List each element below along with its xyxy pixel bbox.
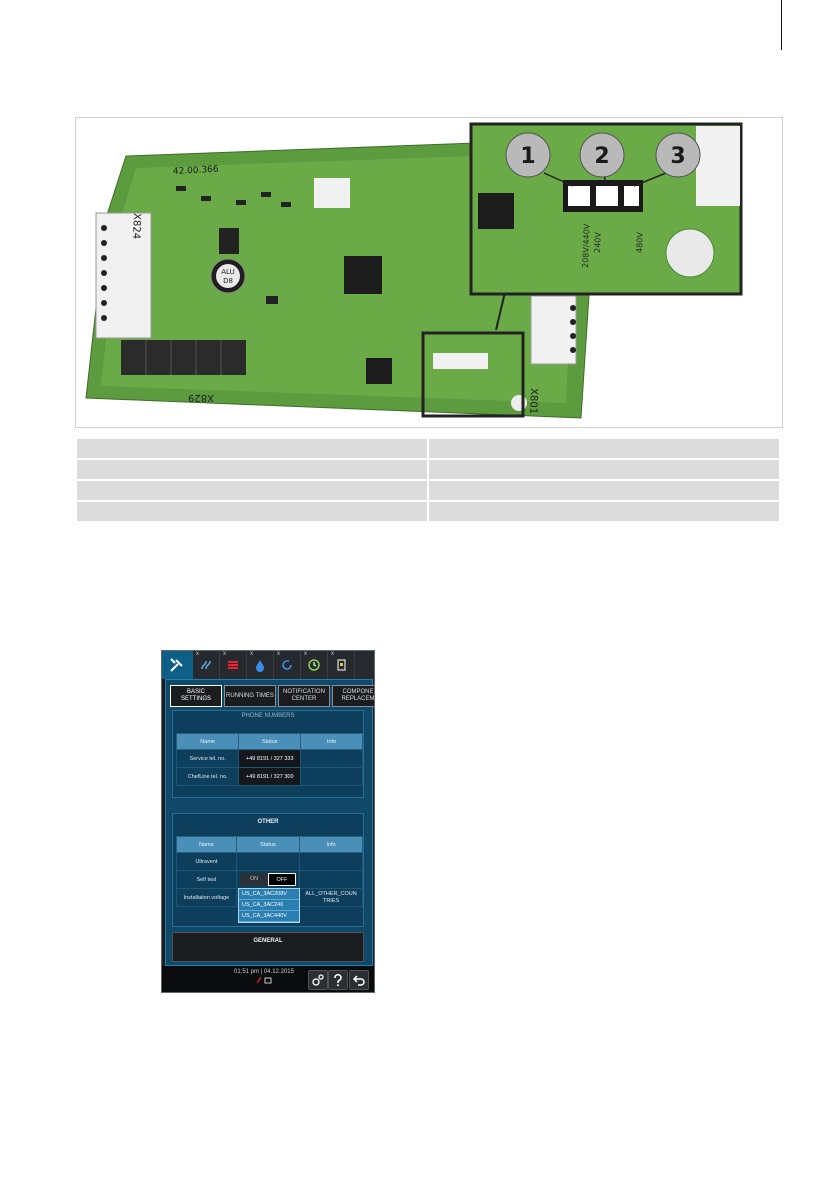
row-name: Self test <box>176 870 237 889</box>
callout-3: 3 <box>670 144 685 169</box>
tab-tools[interactable] <box>162 651 193 679</box>
steam-icon <box>201 660 211 670</box>
device-screen: x x x x x x BASIC SETTINGS RUNNING TIMES… <box>161 650 375 993</box>
other-title: OTHER <box>257 819 279 825</box>
voltage-label-2: 240V <box>593 231 603 253</box>
legend-row <box>75 458 781 481</box>
col-header-status: Status <box>238 733 302 750</box>
toggle-on-button[interactable]: ON <box>239 873 268 886</box>
row-name: Ultravent <box>176 852 237 871</box>
voltage-label-3: 480V <box>635 231 645 253</box>
back-button[interactable] <box>349 970 369 990</box>
col-header-name: Name <box>175 733 240 750</box>
legend-row <box>75 479 781 502</box>
col-header-name: Name <box>176 836 237 853</box>
subtab-running-times[interactable]: RUNNING TIMES <box>224 685 276 707</box>
page-edge-mark <box>781 0 782 50</box>
table-row: Self test ON OFF <box>176 870 363 889</box>
board-part-number: 42.00.366 <box>173 165 220 177</box>
phone-numbers-panel: PHONE NUMBERS Name Status Info Service t… <box>172 710 364 798</box>
dropdown-option[interactable]: US_CA_3AC240 <box>239 900 299 911</box>
legend-value <box>427 437 781 460</box>
general-title: GENERAL <box>253 938 283 944</box>
tab-water[interactable]: x <box>247 651 274 679</box>
dropdown-option[interactable]: US_CA_3AC208V <box>239 889 299 900</box>
phone-numbers-table: Name Status Info Service tel. no. +49 81… <box>175 733 363 786</box>
table-row: Ultravent <box>176 852 363 871</box>
gear-icon <box>312 974 324 986</box>
heat-icon <box>228 661 238 669</box>
row-name: Service tel. no. <box>175 749 240 768</box>
subtab-notification-center[interactable]: NOTIFICATION CENTER <box>278 685 330 707</box>
settings-screen: BASIC SETTINGS RUNNING TIMES NOTIFICATIO… <box>165 679 374 966</box>
door-icon <box>337 659 346 671</box>
col-header-status: Status <box>235 836 301 853</box>
connector-label-right: X801 <box>527 388 539 414</box>
col-header-info: Info <box>299 836 363 853</box>
row-name: Installation voltage <box>176 888 237 907</box>
pcb-figure: ALU D8 42.00.366 X824 X829 X801 208V/440… <box>75 117 783 428</box>
status-icons <box>256 976 272 984</box>
footer-time: 01:51 pm <box>234 969 260 975</box>
voltage-dropdown: US_CA_3AC208V US_CA_3AC240 US_CA_3AC440V <box>238 888 300 923</box>
row-name: ChefLine tel. no. <box>175 767 240 786</box>
voltage-label-1: 208V/440V <box>581 223 592 268</box>
legend-key <box>75 437 429 460</box>
row-info <box>300 767 363 786</box>
toggle-off-button[interactable]: OFF <box>267 873 296 886</box>
callout-1: 1 <box>520 144 535 169</box>
sub-tabbar: BASIC SETTINGS RUNNING TIMES NOTIFICATIO… <box>170 685 374 707</box>
legend-row <box>75 500 781 523</box>
help-icon <box>334 973 342 987</box>
tools-icon <box>170 658 183 672</box>
legend-value <box>427 458 781 481</box>
component-text-2: D8 <box>223 277 233 285</box>
legend-table <box>75 437 781 523</box>
callout-2: 2 <box>594 144 609 169</box>
settings-button[interactable] <box>308 970 328 990</box>
tab-refresh[interactable]: x <box>274 651 301 679</box>
pcb-illustration: ALU D8 42.00.366 X824 X829 X801 208V/440… <box>85 122 743 419</box>
col-header-info: Info <box>300 733 363 750</box>
tab-heat[interactable]: x <box>220 651 247 679</box>
footer-datetime: 01:51 pm | 04.12.2015 <box>234 969 294 986</box>
row-info <box>299 870 363 889</box>
connector-label-left: X824 <box>130 213 142 239</box>
legend-key <box>75 500 429 523</box>
general-panel[interactable]: GENERAL <box>172 932 364 962</box>
connector-label-bottom: X829 <box>188 392 214 403</box>
legend-value <box>427 479 781 502</box>
clock-icon <box>308 659 320 671</box>
tab-door[interactable]: x <box>328 651 355 679</box>
footer-date: 04.12.2015 <box>263 969 294 975</box>
status-footer: 01:51 pm | 04.12.2015 <box>162 966 374 992</box>
table-row: Service tel. no. +49 8191 / 327 333 <box>175 749 363 768</box>
help-button[interactable] <box>328 970 348 990</box>
ultravent-status[interactable] <box>235 852 301 871</box>
tab-steam[interactable]: x <box>193 651 220 679</box>
self-test-toggle: ON OFF <box>235 870 301 889</box>
row-info <box>299 852 363 871</box>
row-info: ALL_OTHER_COUN TRIES <box>299 888 363 907</box>
legend-key <box>75 458 429 481</box>
phone-numbers-title: PHONE NUMBERS <box>241 713 295 719</box>
service-phone-field[interactable]: +49 8191 / 327 333 <box>238 749 302 768</box>
chefline-phone-field[interactable]: +49 8191 / 327 300 <box>238 767 302 786</box>
dropdown-option[interactable]: US_CA_3AC440V <box>239 911 299 922</box>
refresh-icon <box>282 660 292 670</box>
legend-value <box>427 500 781 523</box>
back-arrow-icon <box>352 975 365 986</box>
tab-clock[interactable]: x <box>301 651 328 679</box>
legend-key <box>75 479 429 502</box>
subtab-basic-settings[interactable]: BASIC SETTINGS <box>170 685 222 707</box>
legend-row <box>75 437 781 460</box>
table-row: ChefLine tel. no. +49 8191 / 327 300 <box>175 767 363 786</box>
row-info <box>300 749 363 768</box>
subtab-component-replacement[interactable]: COMPONE REPLACEM <box>332 685 374 707</box>
main-tabbar: x x x x x x <box>162 651 374 679</box>
component-text-1: ALU <box>221 268 234 276</box>
water-icon <box>256 660 264 672</box>
